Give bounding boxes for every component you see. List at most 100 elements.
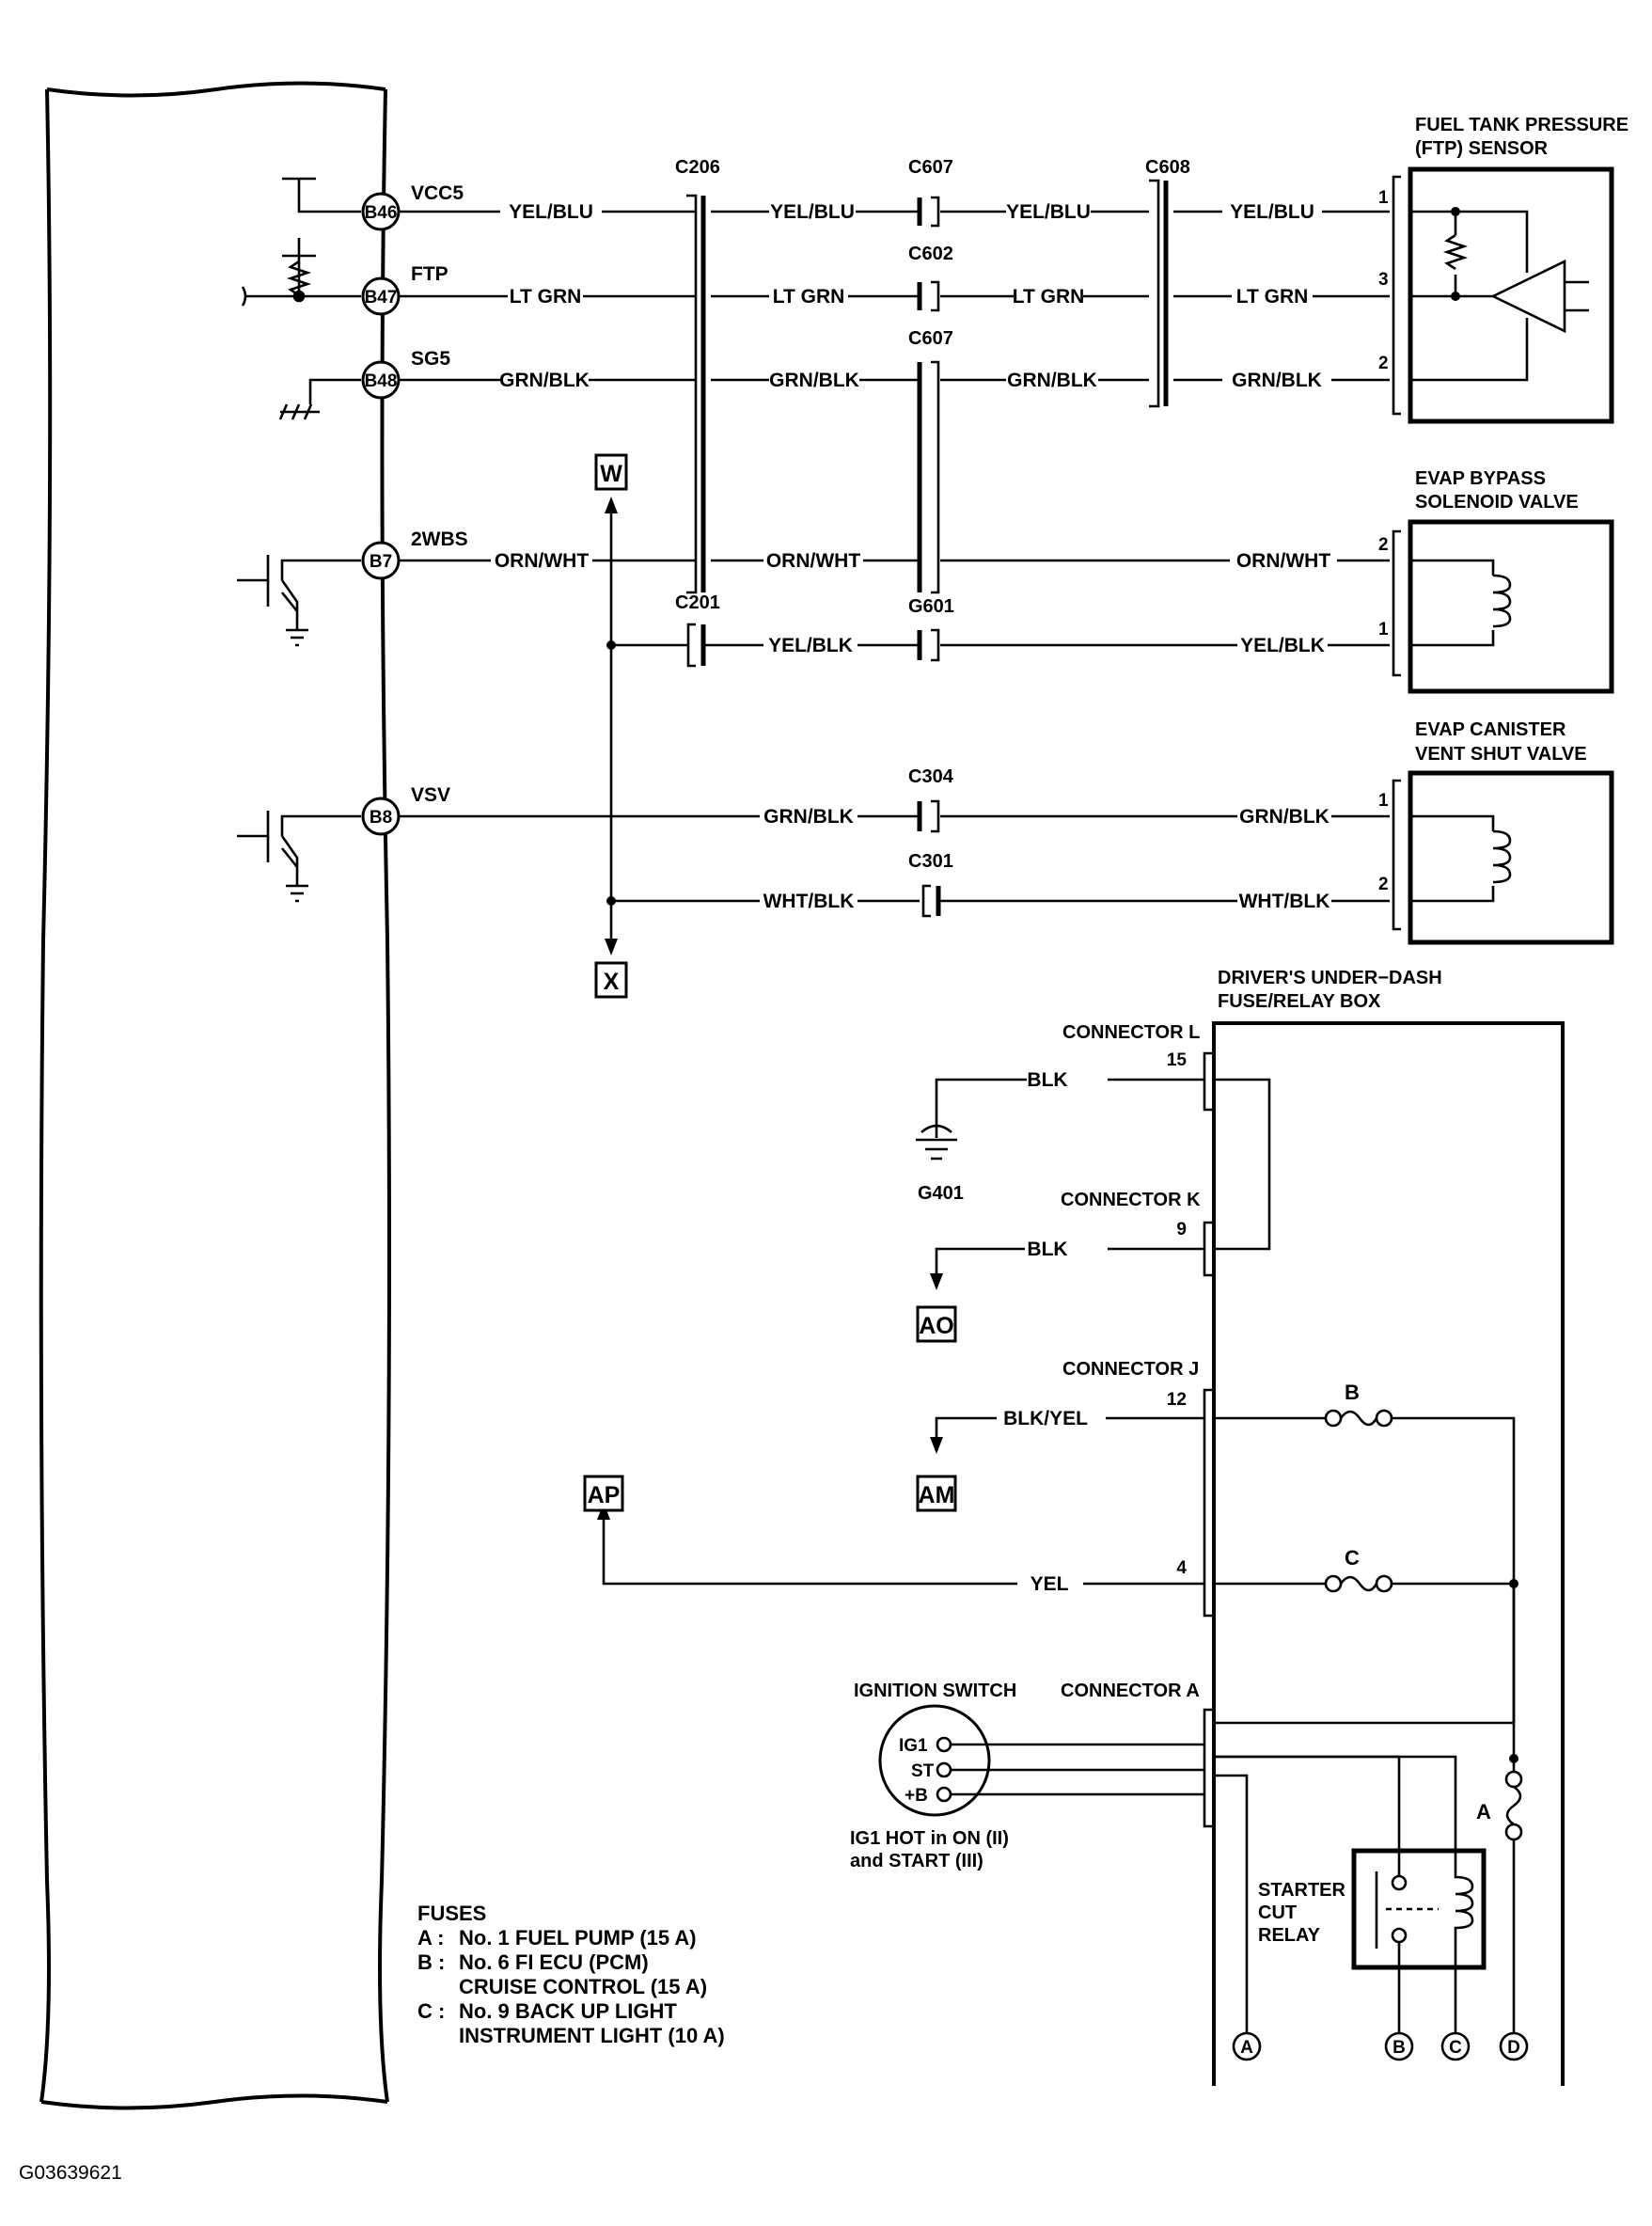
svg-text:B46: B46 [365,203,398,223]
svg-text:IG1 HOT in ON (II): IG1 HOT in ON (II) [850,1828,1009,1849]
svg-text:and START (III): and START (III) [850,1851,983,1871]
svg-text:ORN/WHT: ORN/WHT [495,550,589,572]
svg-text:DRIVER'S UNDER−DASH: DRIVER'S UNDER−DASH [1218,968,1442,988]
svg-text:GRN/BLK: GRN/BLK [1007,370,1097,391]
svg-text:B47: B47 [365,288,398,308]
svg-text:C: C [1345,1546,1360,1570]
svg-text:D: D [1507,2038,1520,2058]
svg-text:SOLENOID VALVE: SOLENOID VALVE [1415,492,1579,513]
pcm-pin-b8: B8 VSV [361,784,450,836]
connector-c608: C608 [1145,157,1190,408]
starter-cut-relay: STARTER CUT RELAY [1258,1848,1487,1970]
svg-text:C301: C301 [908,851,953,872]
svg-text:2: 2 [1378,875,1389,894]
svg-text:B :: B : [417,1950,445,1974]
svg-text:A: A [1476,1800,1491,1823]
svg-text:W: W [600,461,622,487]
svg-text:YEL/BLU: YEL/BLU [1230,201,1314,223]
wire-labels: YEL/BLU YEL/BLU YEL/BLU YEL/BLU LT GRN L… [495,201,1330,912]
svg-text:CRUISE CONTROL (15 A): CRUISE CONTROL (15 A) [459,1975,707,1998]
svg-text:GRN/BLK: GRN/BLK [1239,806,1329,828]
svg-text:1: 1 [1378,791,1389,811]
svg-text:B8: B8 [370,808,392,828]
svg-text:B48: B48 [365,371,398,391]
ftp-sensor: FUEL TANK PRESSURE (FTP) SENSOR 1 3 2 [1378,115,1628,424]
svg-text:B7: B7 [370,552,392,572]
svg-text:IG1: IG1 [899,1736,928,1756]
connector-g601: G601 [908,596,954,662]
fuse-b: B [1214,1381,1516,1584]
svg-text:12: 12 [1167,1390,1187,1410]
svg-text:C602: C602 [908,244,953,264]
svg-text:2WBS: 2WBS [411,529,468,550]
svg-text:VSV: VSV [411,784,450,806]
svg-text:2: 2 [1378,354,1389,373]
connector-c607-a: C607 [908,157,953,228]
svg-text:AO: AO [919,1313,954,1339]
svg-text:STARTER: STARTER [1258,1880,1346,1901]
svg-text:CONNECTOR K: CONNECTOR K [1061,1190,1201,1210]
ref-box-w: W [594,453,628,491]
svg-text:ST: ST [911,1761,935,1781]
evap-canister-vent-shut-valve: EVAP CANISTER VENT SHUT VALVE 1 2 [1378,719,1614,945]
svg-text:AM: AM [919,1482,955,1508]
fuse-c: C [1214,1546,1518,1593]
svg-text:VCC5: VCC5 [411,182,464,204]
connector-c304: C304 [908,766,954,833]
svg-text:A: A [1240,2038,1253,2058]
image-code: G03639621 [19,2162,122,2184]
ref-box-am: AM [916,1475,957,1512]
ref-box-x: X [594,961,628,999]
svg-text:BLK/YEL: BLK/YEL [1003,1408,1088,1429]
connector-c201: C201 [675,592,720,668]
svg-text:C608: C608 [1145,157,1190,178]
svg-text:CONNECTOR J: CONNECTOR J [1062,1359,1199,1380]
pcm-pin-b46: B46 VCC5 [361,182,464,231]
svg-text:ORN/WHT: ORN/WHT [1236,550,1330,572]
svg-text:AP: AP [588,1482,621,1508]
svg-text:1: 1 [1378,188,1389,208]
svg-text:VENT SHUT VALVE: VENT SHUT VALVE [1415,744,1587,765]
svg-text:GRN/BLK: GRN/BLK [499,370,590,391]
svg-text:WHT/BLK: WHT/BLK [1239,891,1330,912]
bottom-ref-c: C [1440,2031,1471,2061]
svg-text:C607: C607 [908,328,953,349]
bottom-ref-b: B [1384,2031,1414,2061]
svg-text:BLK: BLK [1027,1239,1067,1260]
fuses-legend: FUSES A : No. 1 FUEL PUMP (15 A) B : No.… [417,1902,725,2047]
svg-text:CUT: CUT [1258,1902,1297,1923]
pcm-pin-b47: B47 FTP [361,263,448,316]
svg-text:C :: C : [417,1999,445,2023]
bottom-ref-a: A [1232,2031,1262,2061]
svg-text:C206: C206 [675,157,720,178]
svg-text:1: 1 [1378,620,1389,639]
svg-text:C607: C607 [908,157,953,178]
svg-text:C304: C304 [908,766,954,787]
ignition-switch: IGNITION SWITCH IG1 ST +B IG1 HOT in ON … [850,1681,1016,1871]
svg-text:15: 15 [1167,1050,1188,1070]
svg-text:IGNITION SWITCH: IGNITION SWITCH [854,1681,1016,1701]
svg-text:CONNECTOR L: CONNECTOR L [1062,1022,1200,1043]
svg-text:FUEL TANK PRESSURE: FUEL TANK PRESSURE [1415,115,1628,135]
svg-text:YEL/BLK: YEL/BLK [1240,635,1325,656]
wx-vertical-link [605,497,618,955]
svg-text:A :: A : [417,1926,445,1950]
svg-text:SG5: SG5 [411,348,450,370]
connector-c602: C602 [908,244,953,312]
svg-text:No. 1 FUEL PUMP (15 A): No. 1 FUEL PUMP (15 A) [459,1926,697,1950]
svg-text:YEL/BLU: YEL/BLU [770,201,855,223]
svg-text:WHT/BLK: WHT/BLK [763,891,855,912]
svg-text:3: 3 [1378,270,1389,290]
svg-text:B: B [1392,2038,1406,2058]
bottom-ref-d: D [1499,2031,1529,2061]
svg-text:LT GRN: LT GRN [1013,286,1085,308]
svg-text:FUSES: FUSES [417,1902,486,1925]
svg-text:LT GRN: LT GRN [510,286,582,308]
svg-text:+B: +B [905,1786,928,1806]
pcm-pin-b7: B7 2WBS [361,529,468,580]
evap-bypass-solenoid-valve: EVAP BYPASS SOLENOID VALVE 2 1 [1378,468,1614,694]
svg-text:C201: C201 [675,592,720,613]
ground-g401: G401 [916,1124,964,1204]
connector-c206: C206 [675,157,720,594]
